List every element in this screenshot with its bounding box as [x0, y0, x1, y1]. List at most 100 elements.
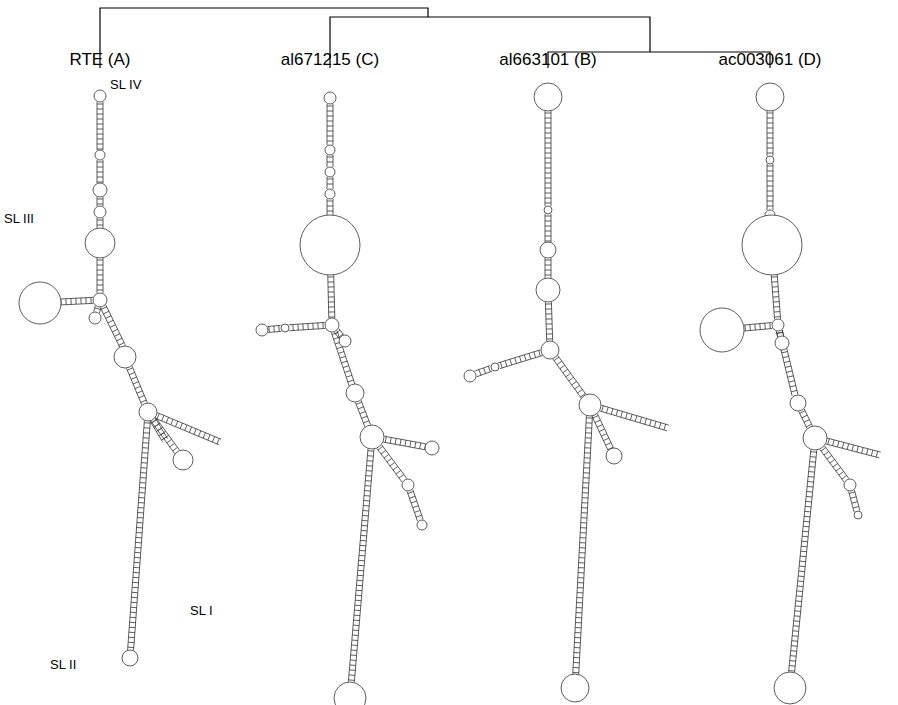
taxon-label: al671215 (C) [281, 51, 379, 70]
loop [561, 674, 589, 702]
stem [377, 445, 407, 482]
stem-loop-label: SL I [190, 604, 213, 618]
loops [19, 83, 862, 705]
loop [93, 293, 107, 307]
stem [327, 199, 333, 215]
stem [97, 197, 103, 206]
stem [331, 331, 354, 386]
stem [592, 414, 613, 450]
stem [97, 218, 103, 228]
loop [464, 370, 476, 382]
stem [355, 400, 370, 427]
stem [545, 111, 551, 206]
loop [790, 395, 806, 411]
loop [325, 145, 335, 155]
stem [849, 490, 860, 512]
loop [541, 341, 559, 359]
loop [139, 403, 157, 421]
stem [327, 177, 333, 189]
loop [325, 167, 335, 177]
stem [407, 490, 423, 522]
stem [767, 111, 773, 156]
loop [766, 156, 774, 164]
stem [61, 297, 93, 305]
loop [325, 189, 335, 199]
stem [126, 366, 147, 405]
loop [774, 672, 806, 704]
stem [600, 405, 669, 431]
taxon-label: al663101 (B) [499, 51, 596, 70]
loop [325, 318, 339, 332]
stem [545, 302, 552, 341]
stem [327, 104, 333, 145]
loop [346, 384, 364, 402]
stem [475, 366, 493, 377]
loop [334, 682, 366, 705]
stem [789, 450, 817, 673]
stem [744, 323, 773, 331]
stem [289, 322, 325, 330]
loop [536, 278, 560, 302]
stem [553, 356, 586, 398]
loop [772, 319, 784, 331]
stem-loop-label: SL II [50, 658, 76, 672]
loop [606, 448, 622, 464]
loop [114, 346, 136, 368]
stem-loop-label: SL IV [110, 78, 141, 92]
stem [348, 449, 374, 683]
loop [540, 242, 556, 258]
loop [360, 425, 384, 449]
stem [100, 305, 124, 346]
loop [756, 83, 784, 111]
stem [771, 275, 780, 320]
loop [775, 336, 789, 350]
stem-loop-label: SL III [4, 212, 34, 226]
loop [844, 479, 856, 491]
stem [545, 214, 551, 242]
stem [799, 409, 813, 429]
stem [498, 350, 542, 369]
stem [826, 438, 881, 458]
loop [95, 150, 105, 160]
stem [151, 418, 180, 454]
stem [97, 258, 103, 293]
stem [383, 436, 425, 449]
loop [173, 450, 193, 470]
loop [534, 83, 562, 111]
loop [491, 363, 499, 371]
loop [425, 441, 439, 455]
loop [256, 324, 268, 336]
loop [544, 206, 552, 214]
loop [417, 520, 427, 530]
loop [324, 92, 336, 104]
stem [820, 446, 849, 482]
stems [61, 102, 881, 682]
stem [128, 421, 151, 650]
loop [122, 650, 138, 666]
loop [339, 335, 351, 347]
loop [93, 183, 107, 197]
stem [268, 325, 282, 332]
loop [854, 511, 862, 519]
stem [573, 416, 593, 674]
stem [328, 275, 335, 318]
loop [94, 90, 106, 102]
stem [155, 413, 221, 445]
loop [742, 215, 802, 275]
loop [803, 426, 827, 450]
stem [150, 418, 167, 441]
loop [300, 215, 360, 275]
taxon-label: RTE (A) [69, 51, 130, 70]
loop [579, 394, 601, 416]
stem [97, 102, 103, 150]
stem [327, 155, 333, 167]
taxon-label: ac003061 (D) [718, 51, 821, 70]
loop [402, 479, 414, 491]
loop [700, 308, 744, 352]
stem [97, 160, 103, 183]
stem [545, 258, 551, 278]
loop [94, 206, 106, 218]
loop [281, 324, 289, 332]
loop [85, 228, 115, 258]
